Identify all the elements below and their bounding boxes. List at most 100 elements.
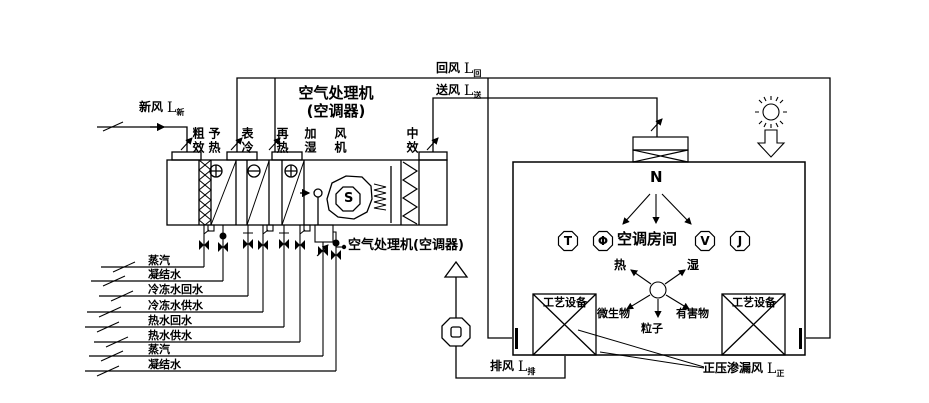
return-grille-left <box>515 328 518 349</box>
dampers <box>180 118 663 151</box>
return-air-symbol: L <box>464 61 474 77</box>
pipe-label-chilled-supply: 冷冻水供水 <box>148 299 203 312</box>
valve-3 <box>243 239 253 249</box>
equipment-box-left <box>532 293 597 356</box>
sun-icon <box>755 96 787 158</box>
load-particles: 粒子 <box>641 322 663 335</box>
valve-actuator-stems <box>203 229 306 239</box>
section-label-fan: 风机 <box>333 127 347 155</box>
section-label-preheat: 予热 <box>207 127 221 155</box>
fresh-air-text: 新风 <box>139 100 164 114</box>
n-symbol: N <box>650 168 663 186</box>
reheat-coil-symbol <box>284 164 298 178</box>
pipe-label-steam-1: 蒸汽 <box>148 254 170 267</box>
valve-6 <box>295 240 305 250</box>
valve-8 <box>331 250 341 260</box>
valve-actuator-3 <box>303 224 311 232</box>
infiltration-text: 正压渗漏风 <box>703 361 764 375</box>
return-duct-flange-1 <box>226 151 258 161</box>
return-air-subscript: 回 <box>473 69 482 78</box>
valve-bodies <box>199 232 347 260</box>
section-label-coarse-filter: 粗效 <box>191 127 205 155</box>
return-air-label: 回风 L 回 <box>436 62 481 78</box>
sensor-J: J <box>737 234 743 248</box>
load-source <box>626 269 690 319</box>
load-microbes: 微生物 <box>597 307 630 320</box>
sensor-V: V <box>700 234 710 248</box>
valve-5 <box>279 239 289 249</box>
section-label-reheat: 再热 <box>275 127 289 155</box>
return-duct-flange-2 <box>271 151 303 161</box>
valve-4 <box>258 240 268 250</box>
pipe-label-hot-supply: 热水供水 <box>148 329 192 342</box>
pipe-risers <box>203 225 337 371</box>
ahu-title-line1: 空气处理机 <box>298 84 374 102</box>
supply-air-symbol: L <box>464 83 474 99</box>
fresh-air-subscript: 新 <box>176 108 185 117</box>
valve-actuator-2 <box>266 224 274 232</box>
sensor-phi: Φ <box>597 234 609 248</box>
exhaust-air-label: 排风 L 排 <box>490 360 535 376</box>
return-air-left-drop <box>487 78 512 339</box>
supply-air-subscript: 送 <box>473 91 482 100</box>
valve-1 <box>199 240 209 250</box>
sensor-T: T <box>563 234 573 248</box>
exhaust-fan-hub <box>450 326 462 338</box>
supply-diffuser <box>632 136 689 163</box>
fan-letter: S <box>344 191 354 206</box>
return-air-line <box>236 77 831 339</box>
supply-duct-flange <box>418 151 448 161</box>
damper-fresh <box>180 137 193 151</box>
fresh-air-tick <box>102 121 124 132</box>
fan-wheel <box>335 186 361 212</box>
solar-gain-arrow <box>756 129 786 158</box>
air-ducts <box>97 77 831 339</box>
exhaust-air-symbol: L <box>518 359 528 375</box>
exhaust-fan <box>441 317 471 347</box>
ahu-title-line2: (空调器) <box>306 102 366 120</box>
infiltration-label: 正压渗漏风 L 正 <box>703 362 784 378</box>
fresh-air-symbol: L <box>167 100 177 116</box>
tank-to-pump-link <box>333 231 337 240</box>
return-air-text: 回风 <box>436 61 461 75</box>
exhaust-duct-line <box>455 346 566 379</box>
utility-line-ticks <box>96 261 136 377</box>
exhaust-outlet-arrow <box>443 260 469 278</box>
ahu-bottom-label: 空气处理机(空调器) <box>348 238 464 253</box>
sensor-phi-outline <box>592 230 614 252</box>
pipe-label-condensate-2: 凝结水 <box>148 358 181 371</box>
infiltration-symbol: L <box>767 361 777 377</box>
room-sensors <box>557 230 751 252</box>
sensor-V-outline <box>694 230 716 252</box>
equipment-label-left: 工艺设备 <box>543 296 587 309</box>
damper-diffuser <box>650 118 663 132</box>
exhaust-system <box>441 260 566 379</box>
humidifier-spray <box>300 188 323 225</box>
ahu-unit <box>166 151 448 226</box>
section-label-cooling: 表冷 <box>240 127 254 155</box>
room-label: 空调房间 <box>617 230 678 248</box>
preheat-coil-symbol <box>209 164 223 178</box>
sensor-J-outline <box>729 230 751 252</box>
pipe-label-steam-2: 蒸汽 <box>148 343 170 356</box>
utility-lines <box>85 261 336 377</box>
fresh-air-label: 新风 L 新 <box>139 101 184 117</box>
return-grille-right <box>799 328 802 349</box>
pipe-label-hot-return: 热水回水 <box>148 314 192 327</box>
section-label-humidifier: 加湿 <box>303 127 317 155</box>
damper-return-1 <box>230 137 243 151</box>
load-moisture: 湿 <box>687 258 700 272</box>
valve-actuator-1 <box>207 224 215 232</box>
coarse-filter-zigzag2 <box>198 159 212 226</box>
flexible-connector <box>373 183 387 211</box>
pump-motor-1 <box>219 232 227 240</box>
supply-air-line <box>432 97 658 152</box>
supply-fan <box>326 175 373 220</box>
exhaust-air-text: 排风 <box>490 359 515 373</box>
exhaust-air-subscript: 排 <box>527 367 536 376</box>
humidifier-tank <box>314 224 334 243</box>
conditioned-room <box>512 96 806 369</box>
damper-supply <box>426 137 439 151</box>
